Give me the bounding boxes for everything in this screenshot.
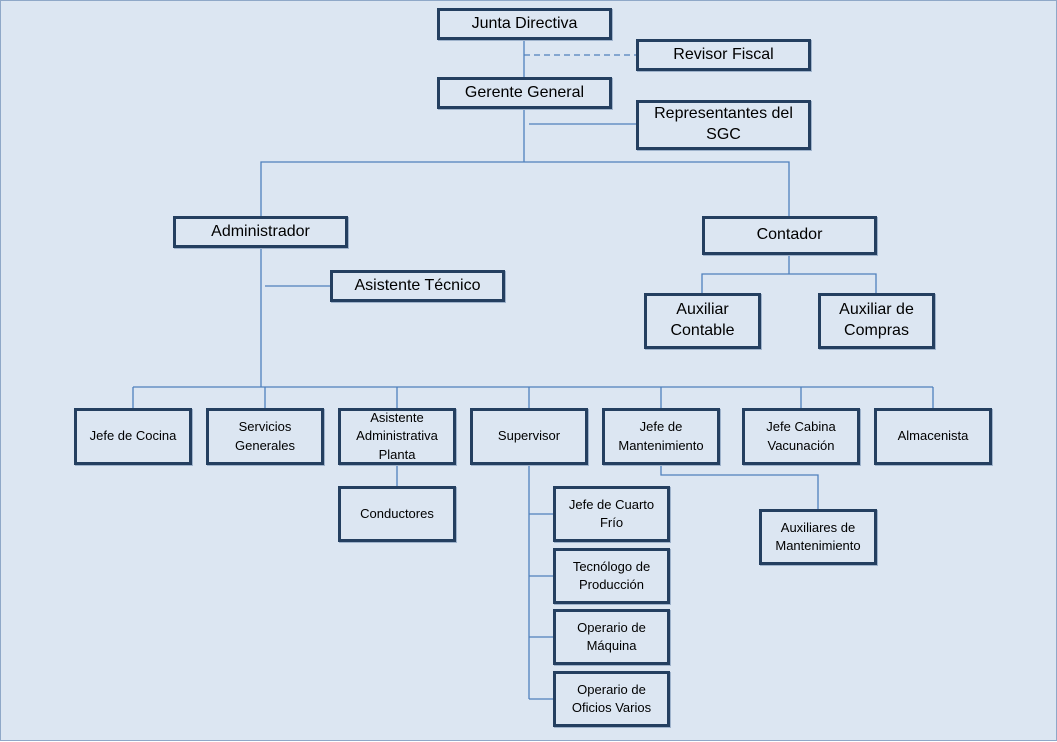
- node-label: Conductores: [360, 505, 434, 521]
- node-auxiliares-mantenimiento: Auxiliares de Mantenimiento: [759, 509, 877, 565]
- node-label: Jefe de Cuarto Frío: [568, 496, 655, 530]
- node-label: Revisor Fiscal: [673, 45, 774, 63]
- node-jefe-cabina-vacunacion: Jefe Cabina Vacunación: [742, 408, 860, 465]
- node-label: Jefe Cabina Vacunación: [766, 419, 836, 453]
- node-label: Auxiliares de Mantenimiento: [775, 519, 861, 553]
- node-servicios-generales: Servicios Generales: [206, 408, 324, 465]
- connector: [660, 464, 819, 511]
- node-label: Auxiliar de Compras: [839, 301, 914, 339]
- node-label: Administrador: [211, 222, 310, 240]
- node-label: Auxiliar Contable: [670, 301, 735, 339]
- node-gerente-general: Gerente General: [437, 77, 612, 109]
- node-label: Supervisor: [497, 428, 561, 444]
- node-operario-maquina: Operario de Máquina: [553, 609, 670, 665]
- node-label: Asistente Técnico: [354, 276, 481, 294]
- node-almacenista: Almacenista: [874, 408, 992, 465]
- node-asistente-administrativa-planta: Asistente Administrativa Planta: [338, 408, 456, 465]
- node-label: Representantes del SGC: [654, 105, 793, 143]
- node-supervisor: Supervisor: [470, 408, 588, 465]
- connector: [701, 273, 877, 294]
- node-label: Almacenista: [897, 428, 969, 444]
- node-administrador: Administrador: [173, 216, 348, 248]
- node-label: Servicios Generales: [235, 419, 295, 453]
- node-label: Gerente General: [464, 83, 585, 101]
- node-jefe-mantenimiento: Jefe de Mantenimiento: [602, 408, 720, 465]
- node-jefe-cocina: Jefe de Cocina: [74, 408, 192, 465]
- node-label: Operario de Máquina: [577, 619, 646, 653]
- node-representantes-sgc: Representantes del SGC: [636, 100, 811, 150]
- node-operario-oficios-varios: Operario de Oficios Varios: [553, 671, 670, 727]
- node-label: Jefe de Cocina: [89, 428, 177, 444]
- node-tecnologo-produccion: Tecnólogo de Producción: [553, 548, 670, 604]
- node-contador: Contador: [702, 216, 877, 255]
- node-label: Jefe de Mantenimiento: [618, 419, 704, 453]
- connector: [260, 161, 790, 217]
- node-revisor-fiscal: Revisor Fiscal: [636, 39, 811, 71]
- node-asistente-tecnico: Asistente Técnico: [330, 270, 505, 302]
- node-conductores: Conductores: [338, 486, 456, 542]
- node-junta-directiva: Junta Directiva: [437, 8, 612, 40]
- node-auxiliar-compras: Auxiliar de Compras: [818, 293, 935, 349]
- node-label: Operario de Oficios Varios: [571, 681, 652, 715]
- node-label: Junta Directiva: [471, 14, 578, 32]
- node-auxiliar-contable: Auxiliar Contable: [644, 293, 761, 349]
- node-label: Tecnólogo de Producción: [572, 558, 651, 592]
- node-jefe-cuarto-frio: Jefe de Cuarto Frío: [553, 486, 670, 542]
- node-label: Asistente Administrativa Planta: [356, 410, 438, 462]
- node-label: Contador: [756, 226, 823, 244]
